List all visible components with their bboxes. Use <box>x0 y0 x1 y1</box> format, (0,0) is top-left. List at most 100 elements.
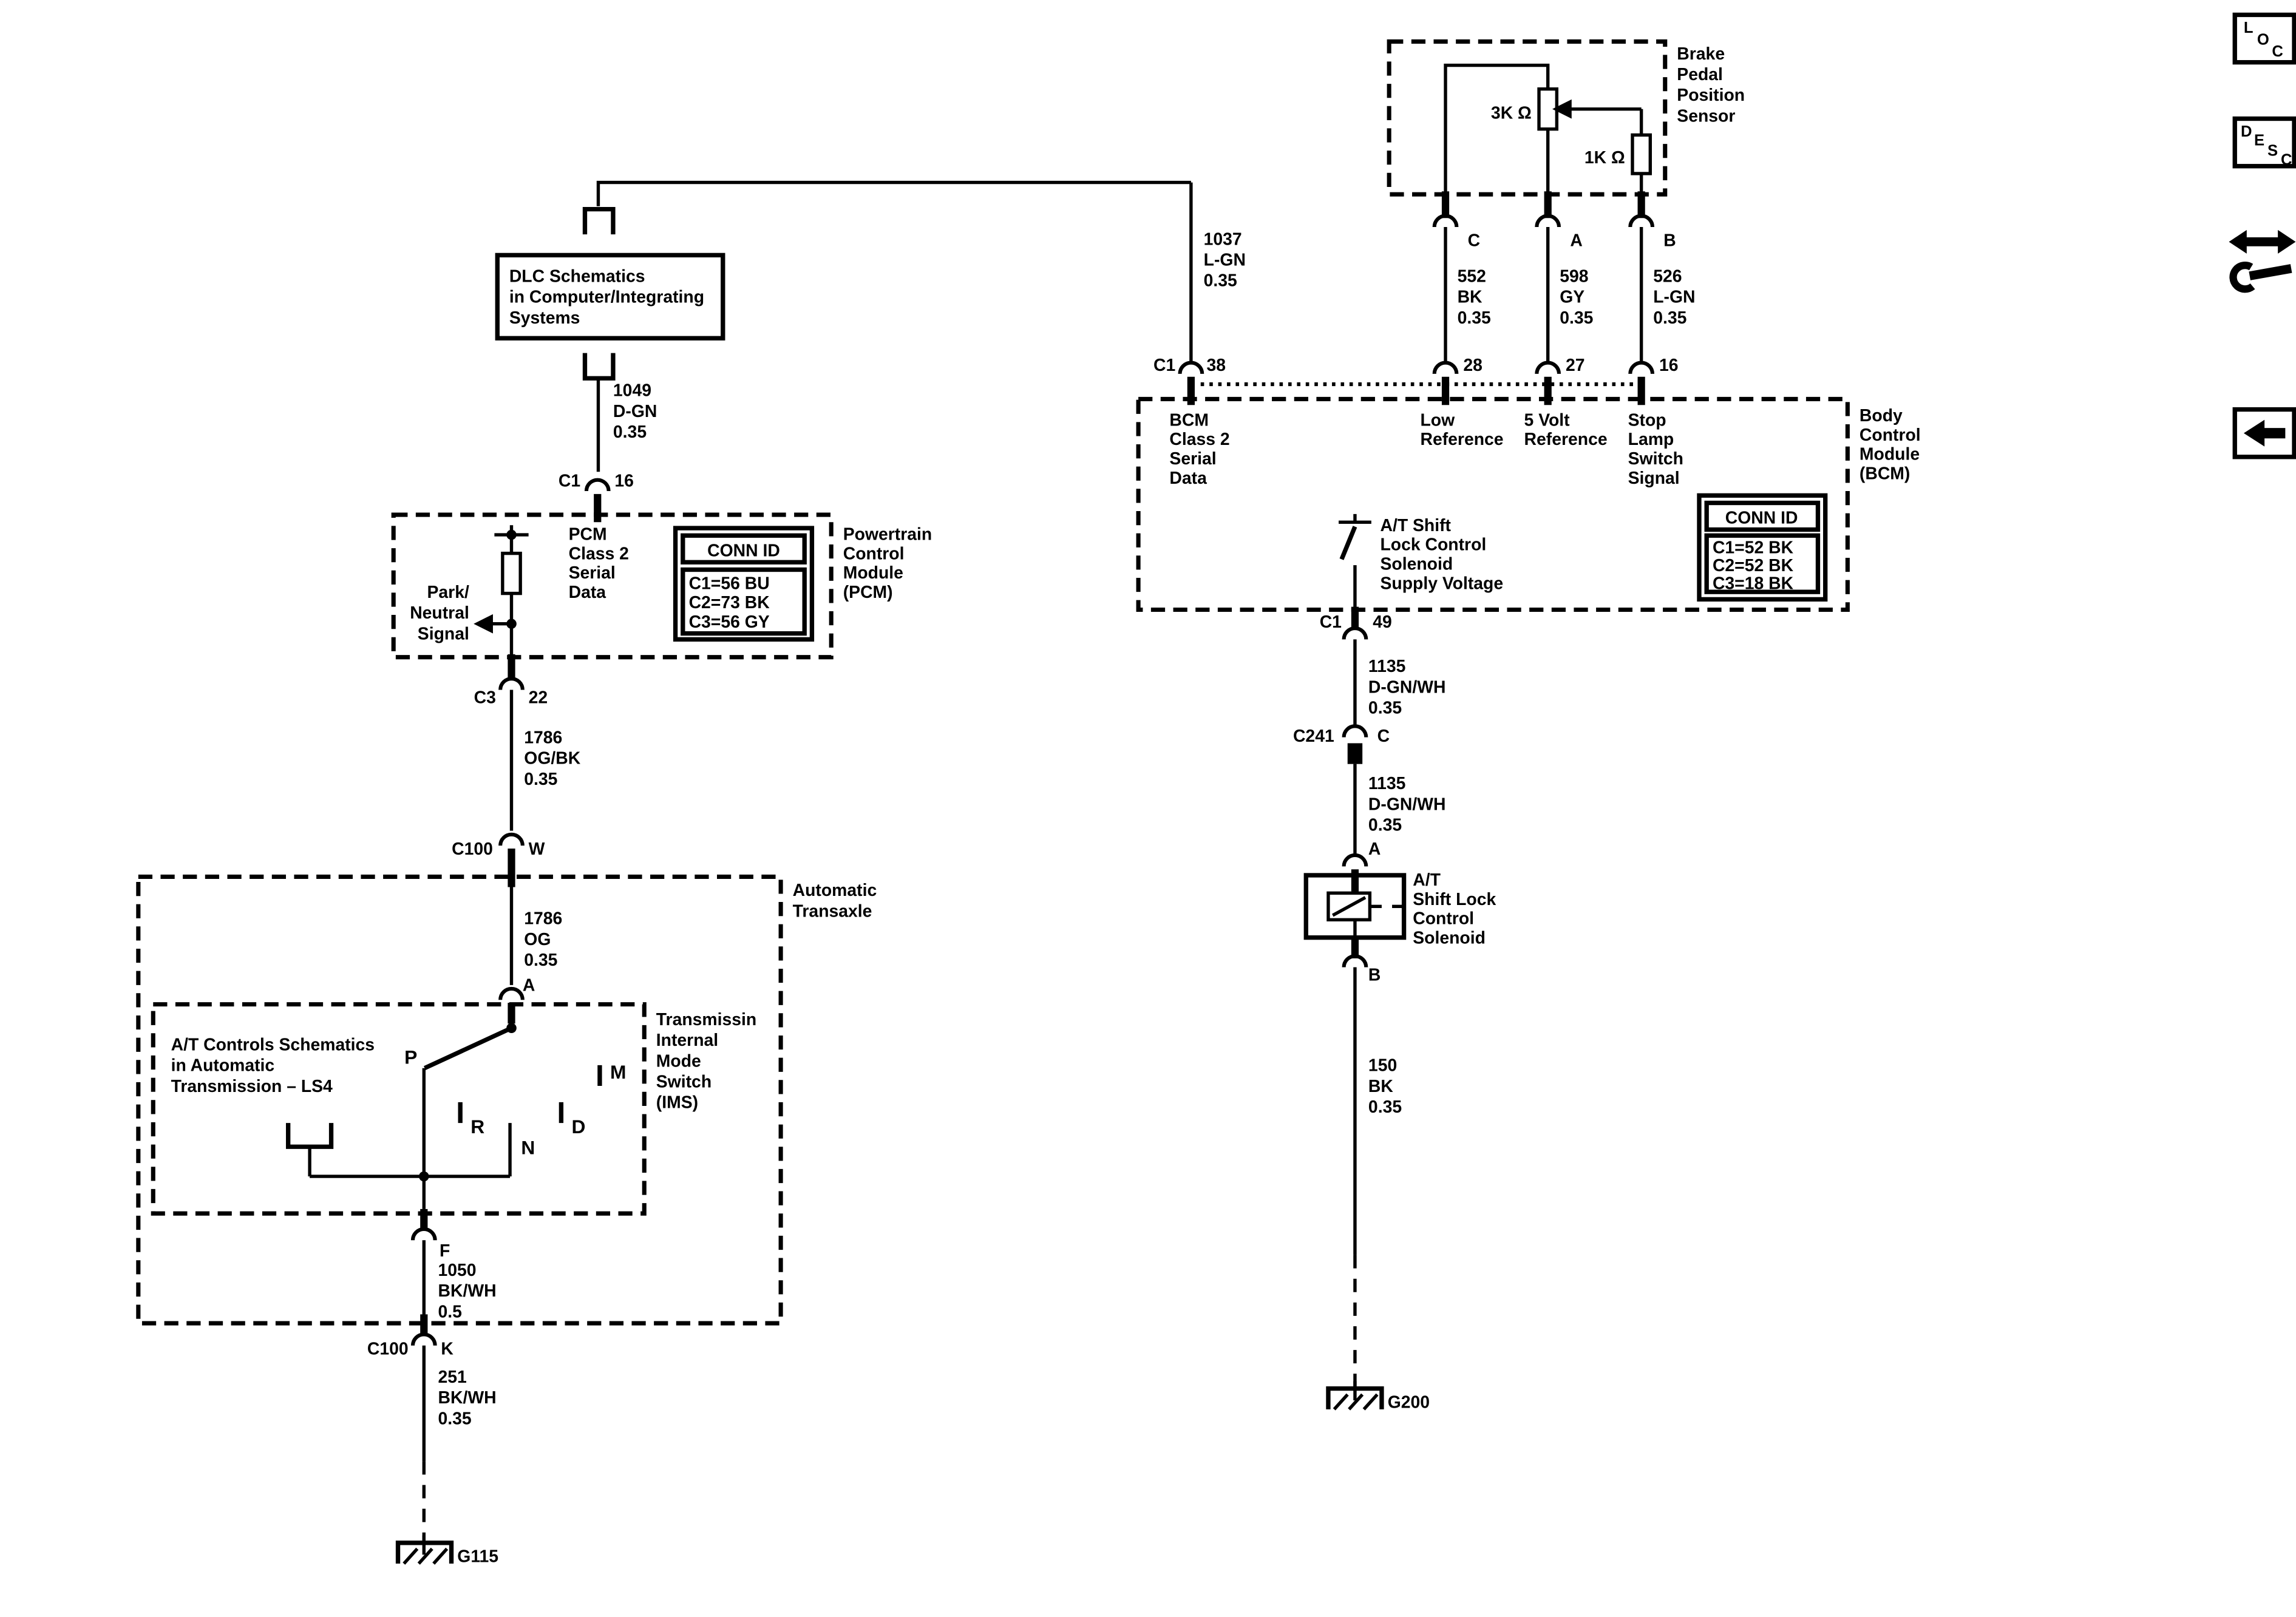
desc-letter: D <box>2241 123 2252 140</box>
pcm-connid-header-box <box>681 533 807 564</box>
connector-pinw-label: W <box>529 839 545 859</box>
ims-wiper-blade <box>423 1026 513 1071</box>
bcm-signal-label: Data <box>1169 469 1207 488</box>
park-neutral-label: Park/ <box>427 583 469 602</box>
park-neutral-label: Neutral <box>410 603 469 623</box>
bcm-connid-header: CONN ID <box>1725 509 1798 528</box>
wire-1786b-color: OG <box>524 930 551 949</box>
solenoid-pin-b-label: B <box>1368 966 1381 985</box>
bcm-c1-label: C1 <box>1153 356 1175 375</box>
ims-title: Internal <box>656 1031 718 1050</box>
solenoid-pin-a-label: A <box>1368 839 1381 859</box>
bcm-switch-label: Lock Control <box>1380 535 1486 555</box>
connector-pinc-label: C <box>1377 727 1390 746</box>
bcm-switch-label: A/T Shift <box>1380 516 1451 535</box>
wire-150-circuit: 150 <box>1368 1056 1397 1076</box>
sensor-3k-label: 3K Ω <box>1491 104 1532 123</box>
dlc-label: DLC Schematics <box>509 266 645 286</box>
loc-letter: O <box>2257 31 2269 48</box>
arrow-right-head <box>2278 229 2296 254</box>
connector-bcm-27 <box>1535 361 1561 375</box>
bcm-signal-label: Signal <box>1628 469 1680 488</box>
ground-hatch <box>417 1547 433 1565</box>
bcm-pin28-label: 28 <box>1463 356 1483 375</box>
at-controls-ref: A/T Controls Schematics <box>171 1035 375 1054</box>
bcm-connid-row: C2=52 BK <box>1713 556 1794 575</box>
wire-1786a-color: OG/BK <box>524 749 580 768</box>
ims-pin-a-label: A <box>523 976 535 995</box>
wire-1049-circuit: 1049 <box>613 381 651 401</box>
wire-1786b-circuit: 1786 <box>524 909 562 929</box>
connector-ims-a <box>498 986 525 1000</box>
pcm-connid-rows-box <box>681 567 807 636</box>
bcm-module: C1 38 28 27 16 BCM Class 2 Serial Data L… <box>1136 356 1921 612</box>
back-arrow-icon <box>2243 419 2286 447</box>
connector-c1-label: C1 <box>559 472 580 491</box>
bcm-switch-label: Solenoid <box>1380 555 1453 574</box>
connector-pin49-label: 49 <box>1373 612 1392 632</box>
wrench-jaw <box>2229 262 2255 293</box>
wire-1135a-color: D-GN/WH <box>1368 677 1446 697</box>
sensor-title: Pedal <box>1677 65 1723 84</box>
sensor-internal-wire <box>1444 63 1550 195</box>
pcm-signal-label: Serial <box>569 563 616 583</box>
sensor-1k-resistor-icon <box>1631 133 1652 175</box>
connector-pin16-label: 16 <box>614 472 634 491</box>
sensor-pin-c-label: C <box>1468 231 1480 251</box>
back-button[interactable] <box>2232 407 2296 459</box>
wire-1135b-gauge: 0.35 <box>1368 816 1402 835</box>
bcm-signal-label: Stop <box>1628 410 1666 430</box>
wire-150-color: BK <box>1368 1077 1393 1096</box>
bcm-module-label: (BCM) <box>1860 464 1910 483</box>
pcm-connid-row: C3=56 GY <box>689 612 770 632</box>
connector-solenoid-b <box>1342 954 1368 968</box>
pcm-module-label: Module <box>843 563 903 583</box>
wire-1050-circuit: 1050 <box>438 1261 477 1280</box>
wire-150-gauge: 0.35 <box>1368 1097 1402 1117</box>
ims-position-d: D <box>571 1116 585 1137</box>
back-button-box[interactable] <box>2232 407 2296 459</box>
nav-wrench-button[interactable] <box>2229 229 2296 293</box>
desc-button-box[interactable] <box>2232 116 2296 169</box>
ims-title: Transmissin <box>656 1010 756 1029</box>
wire-251-color: BK/WH <box>438 1388 497 1408</box>
desc-letter: C <box>2281 151 2292 168</box>
desc-button[interactable]: D E S C <box>2232 116 2296 169</box>
connector-sensor-c <box>1432 214 1459 228</box>
ground-icon <box>1326 1381 1384 1411</box>
wrench-arrows-icon <box>2229 229 2296 293</box>
sensor-1k-label: 1K Ω <box>1584 148 1625 168</box>
loc-button-box[interactable] <box>2232 12 2296 65</box>
connector-ims-f <box>410 1227 437 1241</box>
ims-box <box>151 1002 647 1216</box>
at-controls-ref: Transmission – LS4 <box>171 1077 333 1096</box>
bcm-connid-row: C1=52 BK <box>1713 538 1794 558</box>
pcm-signal-label: Class 2 <box>569 544 629 563</box>
bcm-signal-label: Switch <box>1628 449 1683 469</box>
solenoid-label: A/T <box>1413 870 1441 890</box>
wire-1786b-gauge: 0.35 <box>524 951 557 970</box>
bcm-pin27-label: 27 <box>1566 356 1585 375</box>
dlc-box <box>495 253 725 341</box>
ground-bracket <box>395 1541 454 1564</box>
transaxle-assembly: Automatic Transaxle Transmissin Internal… <box>136 874 877 1326</box>
pcm-resistor-icon <box>501 551 522 595</box>
pcm-signal-label: PCM <box>569 525 607 544</box>
pcm-connid-table <box>673 526 815 642</box>
loc-button[interactable]: L O C <box>2232 12 2296 65</box>
ground-g115-label: G115 <box>457 1547 498 1567</box>
ims-title: Mode <box>656 1051 701 1071</box>
ground-icon <box>395 1535 454 1565</box>
wire-1037-color: L-GN <box>1204 250 1246 270</box>
pcm-connid-row: C1=56 BU <box>689 574 770 593</box>
transaxle-box <box>136 874 783 1326</box>
wire-1049-gauge: 0.35 <box>613 422 647 442</box>
transaxle-label: Automatic <box>793 881 877 900</box>
arrow-left-head <box>2229 229 2247 254</box>
ground-hatch <box>1362 1393 1379 1411</box>
pcm-module-label: (PCM) <box>843 583 893 602</box>
bcm-module-label: Module <box>1860 445 1920 464</box>
ims-position-m: M <box>610 1061 626 1083</box>
wire-1135b-circuit: 1135 <box>1368 774 1406 793</box>
ims-position-r: R <box>470 1116 484 1137</box>
